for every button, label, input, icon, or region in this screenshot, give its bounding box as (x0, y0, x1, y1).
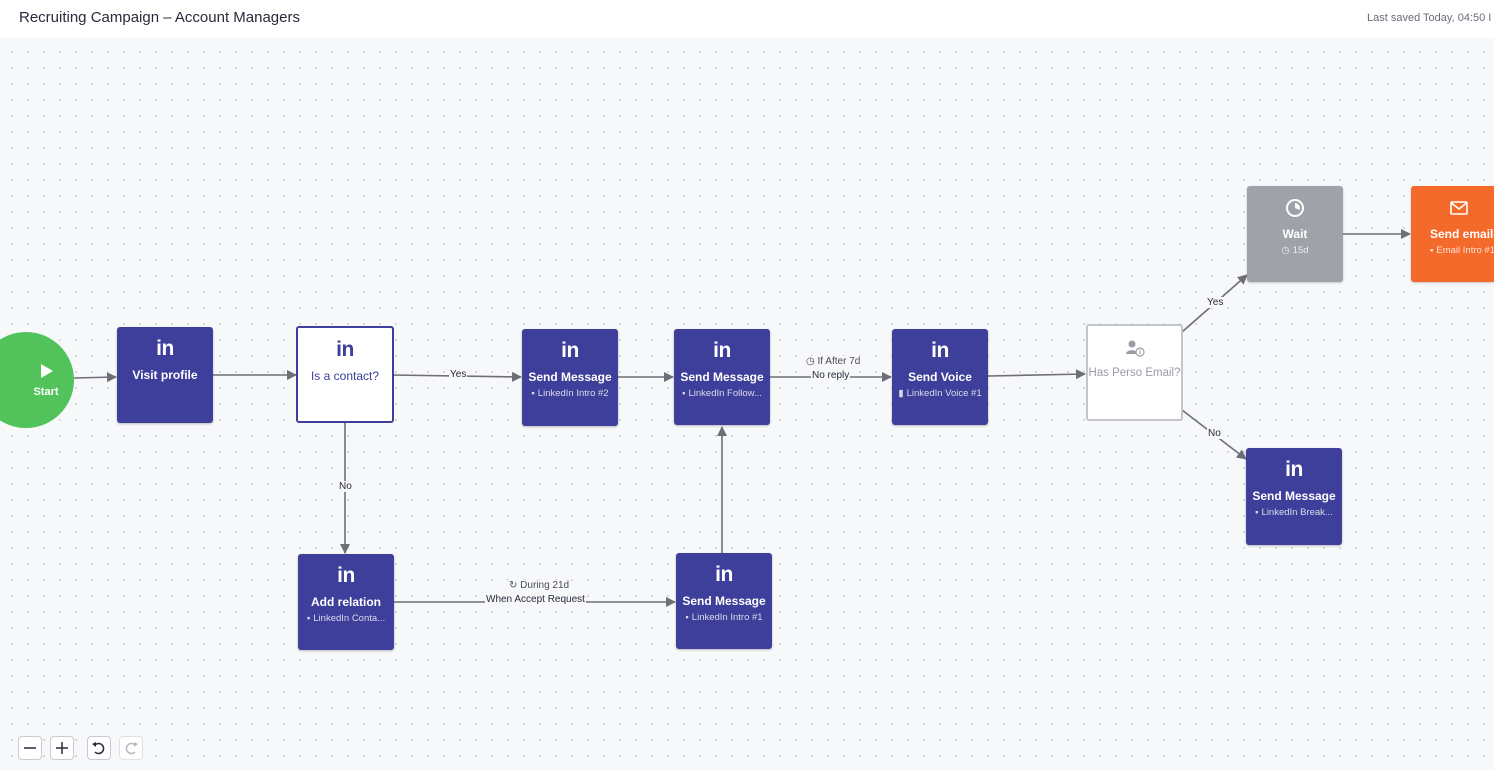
edge-label-no-reply: No reply (811, 370, 851, 381)
send-voice-node[interactable]: in Send Voice ▮LinkedIn Voice #1 (892, 329, 988, 425)
send-message-breakup-node[interactable]: in Send Message ▪LinkedIn Break... (1246, 448, 1342, 545)
edge-label-no-contact: No (338, 481, 353, 492)
refresh-small-icon: ↻ (509, 580, 521, 591)
node-label: Has Perso Email? (1088, 367, 1181, 379)
visit-profile-node[interactable]: in Visit profile (117, 327, 213, 423)
node-sublabel: ▮LinkedIn Voice #1 (898, 388, 982, 399)
zoom-out-icon (24, 747, 36, 749)
node-label: Send email (1430, 227, 1494, 241)
user-info-icon (1125, 340, 1145, 357)
message-icon: ▪ (1255, 507, 1259, 518)
edge-label-during: ↻ During 21d (508, 580, 571, 591)
send-message-followup-node[interactable]: in Send Message ▪LinkedIn Follow... (674, 329, 770, 425)
clock-icon (1286, 199, 1304, 217)
node-label: Send Voice (908, 370, 972, 384)
play-icon (41, 364, 53, 378)
add-relation-node[interactable]: in Add relation ▪LinkedIn Conta... (298, 554, 394, 650)
node-sublabel: ▪LinkedIn Follow... (682, 388, 762, 399)
linkedin-icon: in (336, 338, 354, 361)
start-node[interactable]: Start (0, 332, 74, 428)
undo-icon (92, 742, 105, 755)
edge-label-no-email: No (1207, 428, 1222, 439)
edge-label-yes-email: Yes (1206, 297, 1225, 308)
mail-icon (1450, 201, 1468, 215)
send-email-node[interactable]: Send email ▪Email Intro #1 (1411, 186, 1494, 282)
node-label: Add relation (310, 595, 381, 609)
redo-icon (125, 742, 138, 755)
node-label: Is a contact? (310, 369, 380, 383)
node-label: Send Message (682, 594, 766, 608)
node-label: Send Message (680, 370, 764, 384)
send-message-intro1-node[interactable]: in Send Message ▪LinkedIn Intro #1 (676, 553, 772, 649)
header-bar: Recruiting Campaign – Account Managers L… (0, 0, 1494, 38)
start-label: Start (33, 386, 59, 398)
node-sublabel: ▪LinkedIn Break... (1255, 507, 1333, 518)
edge-label-yes-contact: Yes (449, 369, 468, 380)
message-icon: ▪ (1430, 245, 1434, 256)
message-icon: ▪ (682, 388, 686, 399)
campaign-title[interactable]: Recruiting Campaign – Account Managers (19, 9, 300, 26)
linkedin-icon: in (156, 337, 174, 360)
microphone-icon: ▮ (898, 388, 904, 399)
undo-button[interactable] (87, 736, 111, 760)
zoom-in-icon (56, 742, 68, 754)
linkedin-icon: in (931, 339, 949, 362)
edge-label-when-accept: When Accept Request (485, 594, 586, 605)
node-sublabel: ▪LinkedIn Intro #1 (685, 612, 763, 623)
zoom-in-button[interactable] (50, 736, 74, 760)
message-icon: ▪ (531, 388, 535, 399)
wait-node[interactable]: Wait ◷15d (1247, 186, 1343, 282)
node-sublabel: ▪Email Intro #1 (1430, 245, 1494, 256)
node-label: Send Message (528, 370, 612, 384)
send-message-intro2-node[interactable]: in Send Message ▪LinkedIn Intro #2 (522, 329, 618, 426)
message-icon: ▪ (685, 612, 689, 623)
linkedin-icon: in (1285, 458, 1303, 481)
workflow-canvas[interactable]: Start in Visit profile in Is a contact? … (0, 38, 1494, 770)
node-label: Wait (1282, 227, 1308, 241)
linkedin-icon: in (713, 339, 731, 362)
last-saved-status: Last saved Today, 04:50 I (1367, 12, 1492, 24)
linkedin-icon: in (561, 339, 579, 362)
node-sublabel: ◷15d (1281, 245, 1309, 256)
edge-voice-email-check (987, 369, 1086, 380)
linkedin-icon: in (337, 564, 355, 587)
node-sublabel: ▪LinkedIn Intro #2 (531, 388, 609, 399)
node-label: Send Message (1252, 489, 1336, 503)
timer-icon: ◷ (1281, 245, 1290, 256)
node-sublabel: ▪LinkedIn Conta... (306, 613, 386, 624)
redo-button[interactable] (119, 736, 143, 760)
edge-label-if-after: ◷ If After 7d (805, 356, 862, 367)
zoom-out-button[interactable] (18, 736, 42, 760)
is-contact-node[interactable]: in Is a contact? (296, 326, 394, 423)
node-label: Visit profile (132, 368, 198, 382)
message-icon: ▪ (306, 613, 311, 624)
linkedin-icon: in (715, 563, 733, 586)
edge-start-visit (73, 372, 117, 383)
has-perso-email-node[interactable]: Has Perso Email? (1086, 324, 1183, 421)
clock-small-icon: ◷ (806, 356, 818, 367)
